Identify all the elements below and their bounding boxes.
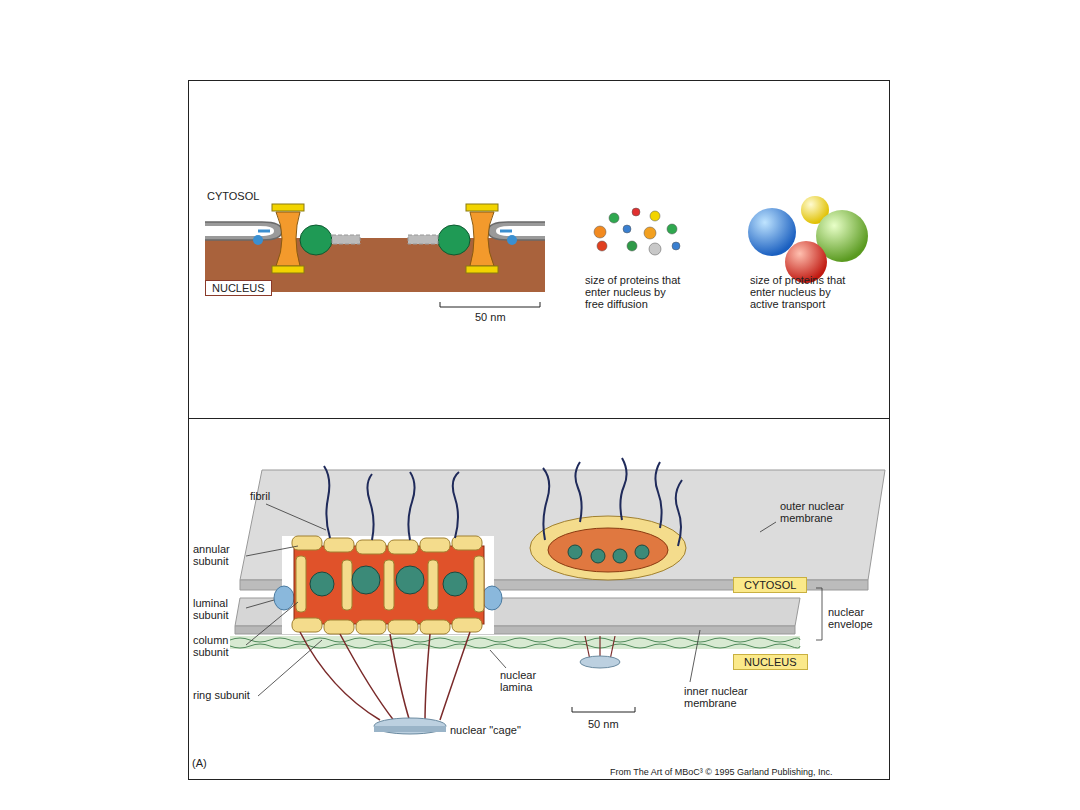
part-label: 50 nm [588,718,619,730]
part-label: nuclear envelope [828,606,884,630]
part-label: annular subunit [193,543,245,567]
protein-spheres-small [594,208,680,255]
part-label: CYTOSOL [207,190,297,202]
label-box: CYTOSOL [733,577,807,593]
box-text: NUCLEUS [744,656,797,668]
label-box: NUCLEUS [733,654,808,670]
part-label: From The Art of MBoC³ © 1995 Garland Pub… [610,767,833,777]
part-label: luminal subunit [193,597,245,621]
nuclear-envelope-3d [230,458,885,734]
box-text: CYTOSOL [744,579,796,591]
part-label: 50 nm [475,311,506,323]
part-label: inner nuclear membrane [684,685,774,709]
part-label: size of proteins that enter nucleus by f… [585,274,685,310]
part-label: (A) [192,757,232,769]
protein-spheres-large [748,196,868,283]
panel-frame [189,419,890,780]
scale-bar [440,302,540,307]
part-label: column subunit [193,634,245,658]
scale-bar [572,707,635,712]
leader-lines [246,504,822,696]
part-label: fibril [250,490,300,502]
part-label: nuclear lamina [500,669,552,693]
part-label: outer nuclear membrane [780,500,870,524]
panel-frame [189,81,890,419]
part-label: nuclear "cage" [450,724,540,736]
label-box: NUCLEUS [205,280,272,296]
part-label: ring subunit [193,689,283,701]
part-label: size of proteins that enter nucleus by a… [750,274,850,310]
pore-cross-section [205,204,545,292]
box-text: NUCLEUS [212,282,265,294]
